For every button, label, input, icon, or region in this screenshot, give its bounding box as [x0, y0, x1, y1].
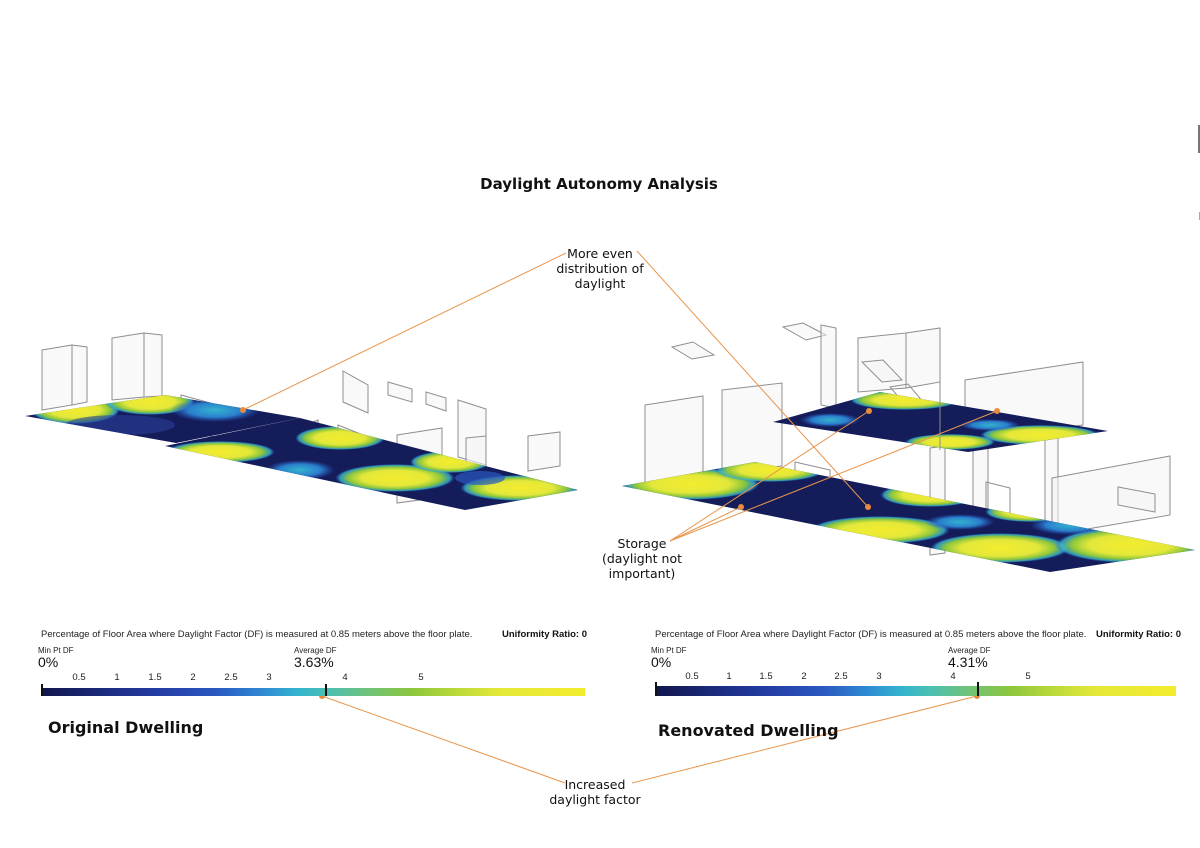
avg-df-value-original: 3.63%: [294, 654, 334, 670]
callout-even-distribution: More even distribution of daylight: [556, 246, 644, 291]
tick-labels-original: 0.5 1 1.5 2 2.5 3 4 5: [0, 672, 600, 686]
avg-df-label-original: Average DF: [294, 646, 337, 655]
callout-increased-df: Increased daylight factor: [549, 777, 641, 807]
tick-label: 0.5: [685, 671, 699, 682]
page-title: Daylight Autonomy Analysis: [480, 175, 718, 193]
dot-storage-1: [738, 504, 744, 510]
leader-storage-3: [669, 410, 998, 542]
tick-label: 5: [418, 672, 424, 683]
annotation-leaders: [242, 250, 998, 784]
average-marker: [977, 682, 979, 696]
callout-storage: Storage (daylight not important): [601, 536, 683, 581]
min-marker: [41, 684, 43, 696]
df-scale-bar: [656, 686, 1176, 696]
leader-even-left: [242, 252, 567, 411]
legend-caption-renovated: Percentage of Floor Area where Daylight …: [655, 629, 1087, 640]
renovated-dwelling-label: Renovated Dwelling: [658, 721, 839, 740]
page-edge-mark: [1198, 125, 1200, 153]
min-pt-label-original: Min Pt DF: [38, 646, 74, 655]
min-pt-label-renovated: Min Pt DF: [651, 646, 687, 655]
avg-df-value-renovated: 4.31%: [948, 654, 988, 670]
dot-storage-3: [994, 408, 1000, 414]
df-scale-renovated: [655, 682, 1176, 696]
tick-label: 2.5: [834, 671, 848, 682]
original-dwelling-label: Original Dwelling: [48, 718, 204, 737]
average-marker: [325, 684, 327, 696]
min-pt-value-original: 0%: [38, 654, 59, 670]
tick-label: 0.5: [72, 672, 86, 683]
leader-increased-left: [321, 695, 566, 784]
tick-label: 5: [1025, 671, 1031, 682]
tick-label: 3: [266, 672, 272, 683]
leader-storage-1: [669, 506, 742, 542]
leader-increased-right: [631, 695, 978, 784]
leader-even-right: [636, 250, 869, 508]
tick-labels-renovated: 0.5 1 1.5 2 2.5 3 4 5: [600, 671, 1200, 685]
dot-storage-2: [866, 408, 872, 414]
tick-label: 3: [876, 671, 882, 682]
tick-label: 2.5: [224, 672, 238, 683]
df-scale-bar: [42, 688, 585, 696]
tick-label: 1.5: [759, 671, 773, 682]
tick-label: 1: [114, 672, 120, 683]
avg-df-label-renovated: Average DF: [948, 646, 991, 655]
tick-label: 4: [342, 672, 348, 683]
tick-label: 1.5: [148, 672, 162, 683]
leader-storage-2: [669, 410, 870, 542]
dot-even-left: [240, 407, 246, 413]
min-marker: [655, 682, 657, 696]
renovated-wall-lines: [939, 362, 1084, 450]
tick-label: 2: [801, 671, 807, 682]
uniformity-ratio-original: Uniformity Ratio: 0: [502, 629, 587, 640]
tick-label: 4: [950, 671, 956, 682]
df-scale-original: [41, 684, 585, 696]
legend-caption-original: Percentage of Floor Area where Daylight …: [41, 629, 473, 640]
tick-label: 1: [726, 671, 732, 682]
tick-label: 2: [190, 672, 196, 683]
dot-even-right: [865, 504, 871, 510]
min-pt-value-renovated: 0%: [651, 654, 672, 670]
uniformity-ratio-renovated: Uniformity Ratio: 0: [1096, 629, 1181, 640]
